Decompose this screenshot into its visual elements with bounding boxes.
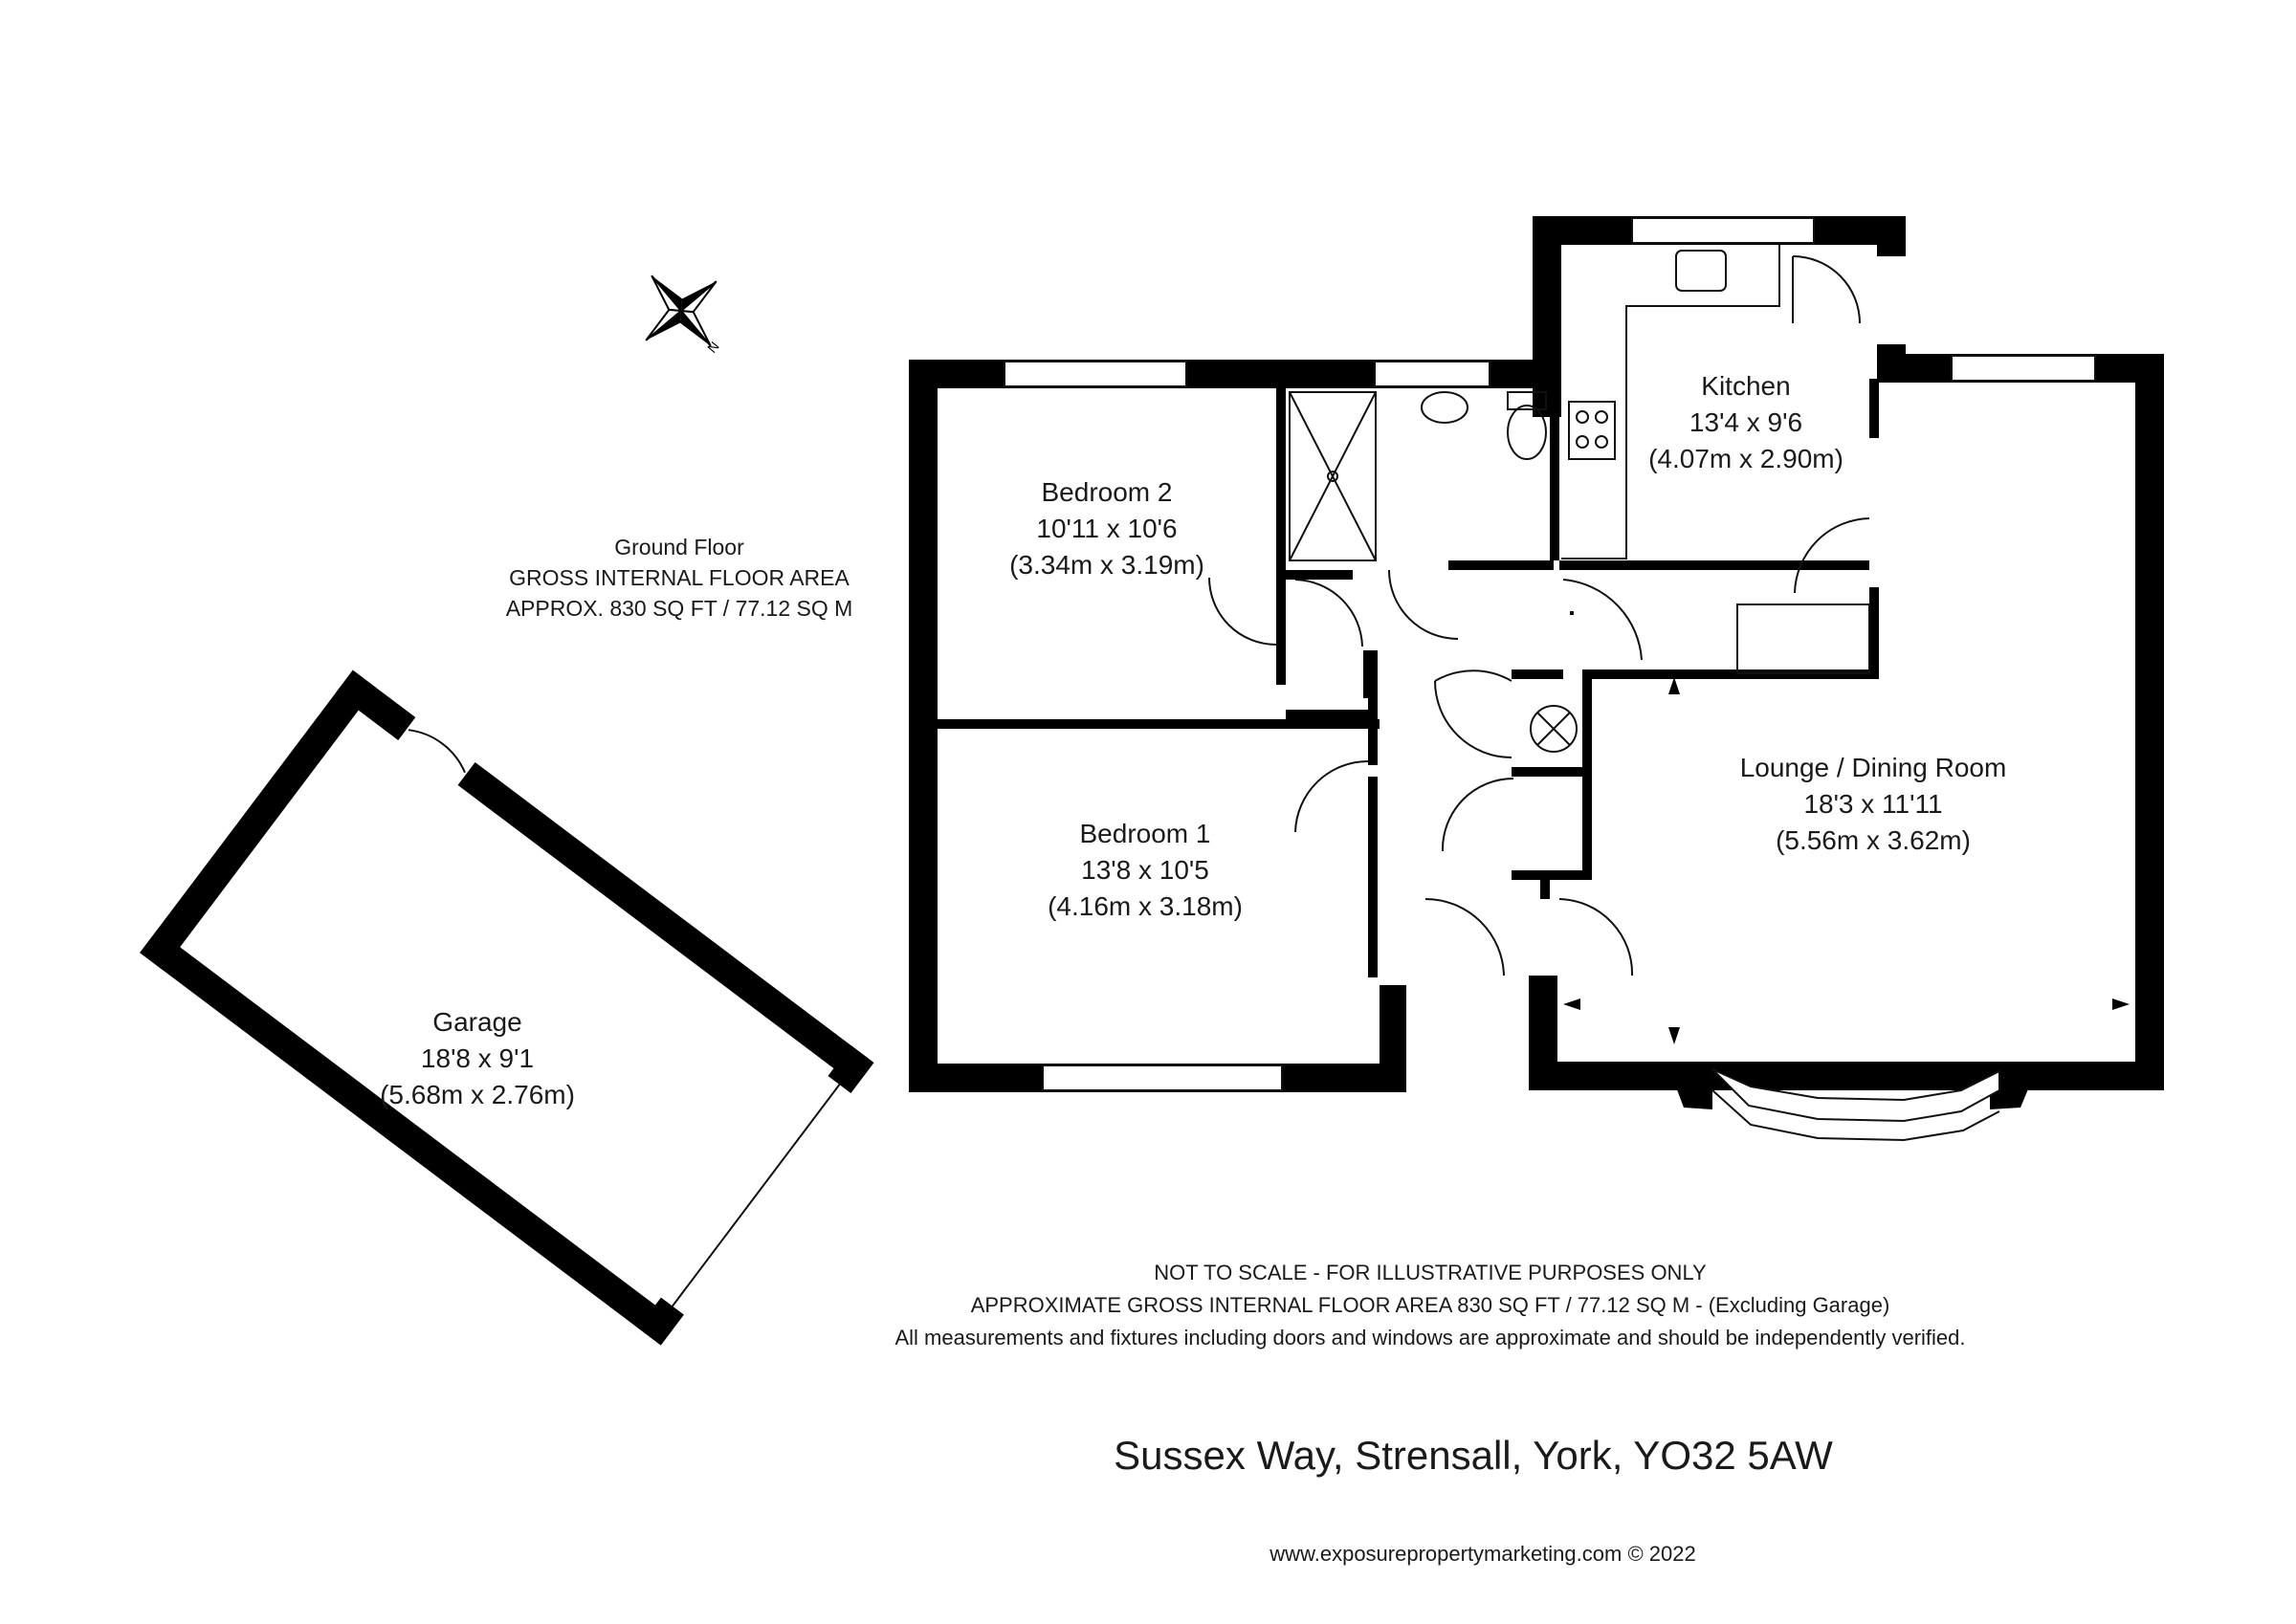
room-size-metric: (5.68m x 2.76m) [380,1080,575,1109]
room-label-kitchen: Kitchen 13'4 x 9'6 (4.07m x 2.90m) [1648,368,1843,477]
room-label-lounge-dining: Lounge / Dining Room 18'3 x 11'11 (5.56m… [1740,750,2007,859]
room-size-imperial: 13'8 x 10'5 [1081,855,1209,885]
room-label-bedroom-1: Bedroom 1 13'8 x 10'5 (4.16m x 3.18m) [1048,816,1243,925]
room-size-imperial: 10'11 x 10'6 [1036,514,1178,543]
room-label-garage: Garage 18'8 x 9'1 (5.68m x 2.76m) [380,1004,575,1113]
room-name: Bedroom 2 [1041,477,1173,507]
garage-walls [140,669,874,1346]
room-size-metric: (5.56m x 3.62m) [1776,825,1971,855]
floor-area-block: Ground Floor GROSS INTERNAL FLOOR AREA A… [297,532,1062,624]
interior-walls [938,379,1879,1004]
note-gross-area: APPROXIMATE GROSS INTERNAL FLOOR AREA 83… [970,1293,1890,1317]
room-size-imperial: 18'8 x 9'1 [420,1043,535,1073]
room-size-imperial: 13'4 x 9'6 [1689,407,1803,437]
note-not-to-scale: NOT TO SCALE - FOR ILLUSTRATIVE PURPOSES… [1154,1261,1707,1284]
room-size-metric: (4.07m x 2.90m) [1648,444,1843,473]
floor-area-value: APPROX. 830 SQ FT / 77.12 SQ M [505,596,853,621]
bathroom-fixtures [1289,391,1547,561]
disclaimer-notes: NOT TO SCALE - FOR ILLUSTRATIVE PURPOSES… [895,1257,1966,1354]
door-swings [1208,517,1870,977]
room-name: Lounge / Dining Room [1739,753,2007,782]
room-size-imperial: 18'3 x 11'11 [1803,789,1943,819]
dimension-arrows [1563,677,2130,1044]
floor-name: Ground Floor [614,535,744,560]
room-size-metric: (3.34m x 3.19m) [1009,550,1204,580]
kitchen-fixtures [1561,245,1870,674]
boiler-icon [1530,705,1578,753]
compass-icon [645,274,718,347]
house-walls [909,216,2164,1092]
room-label-bedroom-2: Bedroom 2 10'11 x 10'6 (3.34m x 3.19m) [1009,474,1204,583]
room-name: Kitchen [1701,371,1791,401]
property-address: Sussex Way, Strensall, York, YO32 5AW [1114,1433,1833,1478]
note-measurements: All measurements and fixtures including … [894,1326,1966,1350]
room-size-metric: (4.16m x 3.18m) [1048,891,1243,921]
website-credit[interactable]: www.exposurepropertymarketing.com © 2022 [1269,1542,1696,1566]
bay-window [1667,1062,2040,1142]
windows [1004,217,2096,1091]
room-name: Bedroom 1 [1079,819,1211,848]
floor-area-label: GROSS INTERNAL FLOOR AREA [509,565,850,590]
room-name: Garage [432,1007,522,1037]
